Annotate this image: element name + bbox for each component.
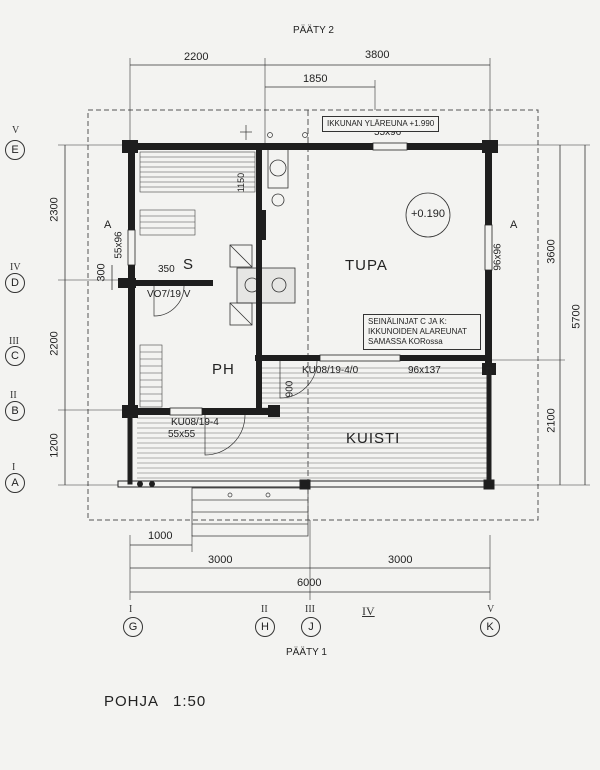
grid-col-roman: III (305, 604, 315, 615)
dim-inner-1150: 1150 (236, 172, 247, 193)
misc-marks (227, 125, 308, 498)
dim-top-3800: 3800 (365, 49, 390, 61)
grid-col-marker: H (255, 617, 275, 637)
gable-bottom-label: PÄÄTY 1 (286, 647, 327, 658)
grid-col-marker: J (301, 617, 321, 637)
grid-row-roman: IV (10, 262, 21, 273)
grid-row-roman: II (10, 390, 17, 401)
dim-right-3600: 3600 (545, 239, 558, 264)
window-left-label: 55x96 (113, 231, 125, 259)
grid-row-marker: A (5, 473, 25, 493)
door-sauna-label: VO7/19 V (147, 289, 191, 300)
dim-inner-900: 900 (284, 380, 296, 398)
room-porch: KUISTI (346, 430, 401, 447)
entrance-steps (191, 487, 309, 537)
grid-row-roman: V (12, 125, 20, 136)
grid-row-marker: E (5, 140, 25, 160)
dim-top-2200: 2200 (184, 51, 209, 63)
grid-row-marker: D (5, 273, 25, 293)
grid-row-marker: B (5, 401, 25, 421)
door-ph-label: KU08/19-4 (171, 417, 219, 428)
section-mark-right: A (510, 219, 518, 231)
grid-col-marker: G (123, 617, 143, 637)
sill-note-line1: SEINÄLINJAT C JA K: (368, 317, 447, 326)
section-mark-left: A (104, 219, 112, 231)
sauna-stove (229, 147, 296, 326)
grid-row-roman: III (9, 336, 19, 347)
level-marker (405, 192, 451, 238)
level-value: +0.190 (411, 208, 445, 220)
dim-bottom-3000b: 3000 (388, 554, 413, 566)
grid-col-marker: K (480, 617, 500, 637)
door-tupa-label: KU08/19-4/0 (302, 365, 359, 376)
plan-title: POHJA (104, 693, 160, 710)
grid-col-roman: I (129, 604, 133, 615)
window-top-note-text: IKKUNAN YLÄREUNA +1.990 (327, 119, 435, 128)
window-top-note: IKKUNAN YLÄREUNA +1.990 (322, 116, 440, 132)
window-ph-label: 55x55 (168, 429, 196, 440)
doors (153, 285, 318, 456)
sill-note-line3: SAMASSA KORossa (368, 337, 443, 346)
porch-decking (137, 367, 487, 479)
dim-inner-350: 350 (158, 264, 175, 275)
window-right-label: 96x96 (492, 243, 504, 271)
dim-bottom-6000: 6000 (297, 577, 322, 589)
sill-note: SEINÄLINJAT C JA K: IKKUNOIDEN ALAREUNAT… (363, 314, 481, 350)
porch-railing (117, 367, 495, 490)
dim-left-2200: 2200 (48, 331, 61, 356)
room-washroom: PH (212, 361, 235, 378)
dim-left-2300: 2300 (48, 197, 61, 222)
grid-col-roman: IV (362, 604, 375, 618)
dim-bottom-1000: 1000 (148, 530, 173, 542)
gable-top-label: PÄÄTY 2 (293, 25, 334, 36)
dim-bottom-3000a: 3000 (208, 554, 233, 566)
grid-row-marker: C (5, 346, 25, 366)
dim-right-5700: 5700 (570, 304, 583, 329)
window-tupa-bottom-label: 96x137 (408, 365, 441, 376)
room-living: TUPA (345, 257, 388, 274)
dim-top-1850: 1850 (303, 73, 328, 85)
plan-scale: 1:50 (173, 693, 207, 710)
sauna-benches (139, 151, 256, 408)
room-sauna: S (183, 256, 195, 273)
grid-col-roman: II (261, 604, 268, 615)
dim-left-300: 300 (95, 263, 108, 282)
dim-right-2100: 2100 (545, 408, 558, 433)
dim-left-1200: 1200 (48, 433, 61, 458)
roof-outline (87, 109, 539, 521)
sill-note-line2: IKKUNOIDEN ALAREUNAT (368, 327, 467, 336)
windows (127, 142, 493, 416)
grid-col-roman: V (487, 604, 495, 615)
window-top-label: 55x96 (374, 127, 402, 138)
grid-row-roman: I (12, 462, 16, 473)
